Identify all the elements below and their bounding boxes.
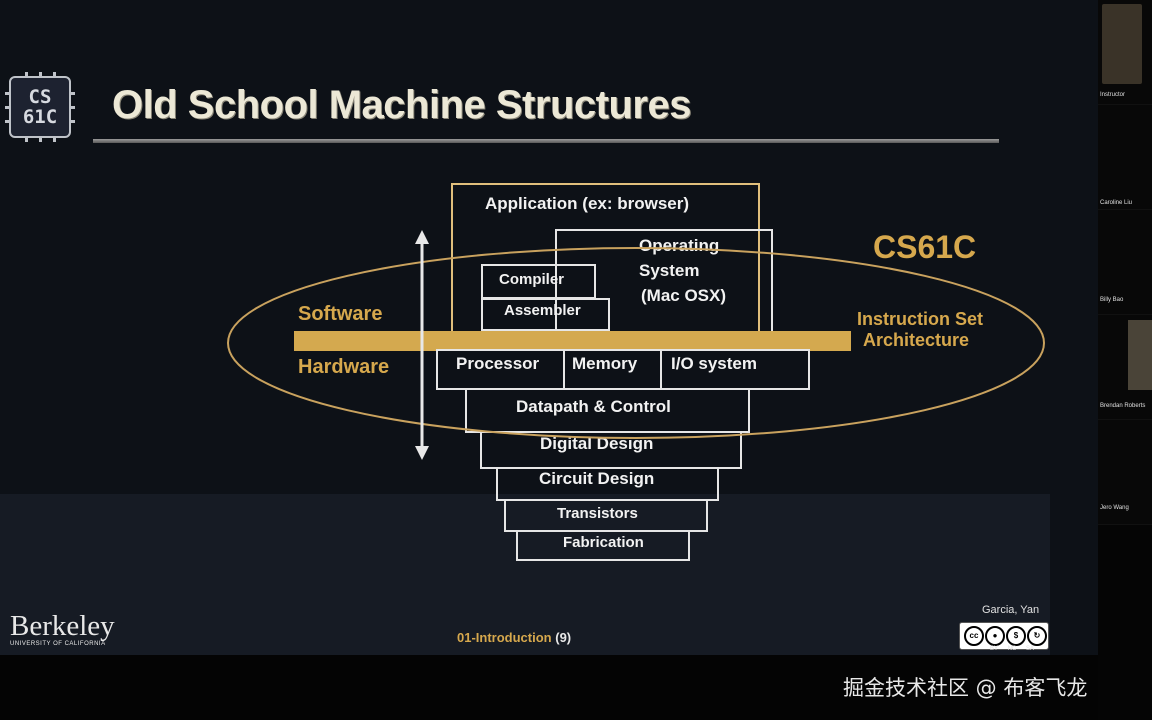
course-label: CS61C bbox=[873, 229, 977, 265]
compiler-box: Compiler bbox=[481, 264, 596, 299]
lecture-label: 01-Introduction bbox=[457, 630, 552, 645]
os-label-2: System bbox=[639, 261, 700, 280]
license-nc: NC bbox=[1007, 646, 1017, 652]
slide-title: Old School Machine Structures bbox=[112, 83, 691, 127]
fabrication-box: Fabrication bbox=[516, 530, 690, 561]
software-label: Software bbox=[298, 303, 383, 325]
memory-label: Memory bbox=[572, 354, 638, 373]
participant-tile[interactable]: Instructor bbox=[1098, 0, 1152, 105]
sa-icon: ↻ bbox=[1027, 626, 1047, 646]
participant-tile[interactable]: Brendan Roberts bbox=[1098, 315, 1152, 420]
slide-lower-band bbox=[0, 494, 1050, 655]
compiler-label: Compiler bbox=[499, 271, 565, 288]
creative-commons-badge: cc ● $ ↻ bbox=[959, 622, 1049, 650]
license-sa: SA bbox=[1026, 646, 1035, 652]
io-system-label: I/O system bbox=[671, 354, 757, 373]
participant-video bbox=[1102, 4, 1142, 84]
participant-tile[interactable]: Billy Bao bbox=[1098, 210, 1152, 315]
by-icon: ● bbox=[985, 626, 1005, 646]
participant-tile[interactable]: Caroline Liu bbox=[1098, 105, 1152, 210]
os-label-3: (Mac OSX) bbox=[641, 286, 727, 305]
participant-sidebar: Instructor Caroline Liu Billy Bao Brenda… bbox=[1098, 0, 1152, 720]
isa-bar bbox=[294, 331, 851, 351]
participant-video bbox=[1128, 320, 1152, 390]
participant-name: Caroline Liu bbox=[1100, 200, 1133, 206]
license-by: BY bbox=[990, 646, 999, 652]
assembler-label: Assembler bbox=[504, 302, 581, 319]
application-label: Application (ex: browser) bbox=[485, 194, 690, 213]
fabrication-label: Fabrication bbox=[563, 534, 644, 551]
nc-icon: $ bbox=[1006, 626, 1026, 646]
participant-tile[interactable]: Jero Wang bbox=[1098, 420, 1152, 525]
watermark: 掘金技术社区 @ 布客飞龙 bbox=[843, 676, 1088, 700]
transistors-box: Transistors bbox=[504, 499, 708, 532]
datapath-control-box: Datapath & Control bbox=[465, 388, 750, 433]
isa-label-1: Instruction Set bbox=[857, 309, 984, 329]
berkeley-wordmark: Berkeley bbox=[10, 610, 115, 642]
transistors-label: Transistors bbox=[557, 505, 638, 522]
participant-name: Billy Bao bbox=[1100, 297, 1124, 303]
participant-name: Instructor bbox=[1100, 92, 1126, 98]
processor-label: Processor bbox=[456, 354, 540, 373]
circuit-design-label: Circuit Design bbox=[539, 469, 655, 488]
hardware-label: Hardware bbox=[298, 356, 390, 378]
logo-text-top: CS bbox=[28, 86, 52, 108]
isa-label-2: Architecture bbox=[863, 330, 970, 350]
license-labels: BY NC SA bbox=[990, 646, 1034, 652]
page-number: (9) bbox=[555, 630, 572, 645]
datapath-control-label: Datapath & Control bbox=[516, 397, 671, 416]
participant-name: Jero Wang bbox=[1100, 505, 1129, 511]
berkeley-logo: Berkeley UNIVERSITY OF CALIFORNIA bbox=[10, 611, 115, 647]
processor-box: Processor bbox=[436, 349, 565, 390]
slide: CS 61C Old School Machine Structures App… bbox=[0, 0, 1098, 655]
digital-design-label: Digital Design bbox=[540, 434, 654, 453]
digital-design-box: Digital Design bbox=[480, 431, 742, 469]
logo-text-bottom: 61C bbox=[22, 106, 58, 128]
circuit-design-box: Circuit Design bbox=[496, 467, 719, 501]
memory-box: Memory bbox=[563, 349, 662, 390]
os-label-1: Operating bbox=[639, 236, 720, 255]
title-underline bbox=[93, 139, 999, 143]
slide-footer: 01-Introduction (9) bbox=[457, 630, 571, 645]
participant-name: Brendan Roberts bbox=[1100, 403, 1146, 409]
io-system-box: I/O system bbox=[660, 349, 810, 390]
cc-icon: cc bbox=[964, 626, 984, 646]
authors: Garcia, Yan bbox=[982, 604, 1040, 616]
assembler-box: Assembler bbox=[481, 298, 610, 331]
cs61c-logo: CS 61C bbox=[5, 72, 75, 142]
berkeley-subtitle: UNIVERSITY OF CALIFORNIA bbox=[10, 641, 106, 647]
